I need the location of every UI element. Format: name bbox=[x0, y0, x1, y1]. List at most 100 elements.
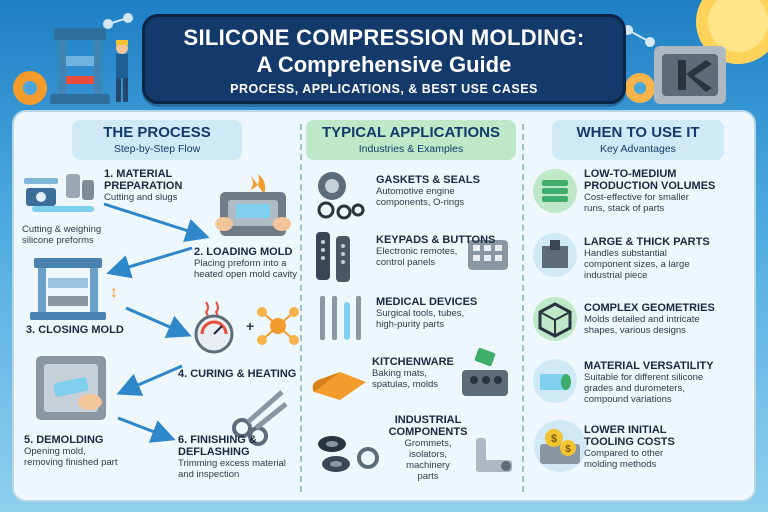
step-6: 6. FINISHING & DEFLASHING Trimming exces… bbox=[178, 434, 302, 480]
app-industrial-title-line2: COMPONENTS bbox=[388, 426, 468, 438]
adv-large-parts-desc-line3: industrial piece bbox=[584, 270, 648, 281]
gauge-icon bbox=[194, 301, 234, 354]
adv-volumes-title-line2: PRODUCTION VOLUMES bbox=[584, 180, 716, 192]
mold-icon bbox=[654, 46, 726, 104]
scale-icon bbox=[24, 174, 94, 212]
step-6-desc-line2: and inspection bbox=[178, 469, 240, 480]
adv-geometries: COMPLEX GEOMETRIES Molds detailed and in… bbox=[584, 302, 752, 336]
step-2-desc-line1: Placing preform into a bbox=[194, 258, 287, 269]
block-icon bbox=[533, 233, 577, 277]
demolding-icon bbox=[36, 356, 106, 420]
stack-icon bbox=[533, 169, 577, 213]
adv-volumes-desc-line1: Cost-effective for smaller bbox=[584, 192, 689, 203]
adv-geometries-desc-line2: shapes, various designs bbox=[584, 325, 686, 336]
app-kitchenware-title: KITCHENWARE bbox=[372, 356, 454, 368]
adv-versatility-desc-line1: Suitable for different silicone bbox=[584, 372, 704, 383]
app-industrial-title-line1: INDUSTRIAL bbox=[394, 414, 462, 426]
adv-geometries-title: COMPLEX GEOMETRIES bbox=[584, 302, 715, 314]
app-kitchenware-desc-line2: spatulas, molds bbox=[372, 379, 439, 390]
coins-icon: $ $ bbox=[534, 420, 586, 472]
baking-mat-icon bbox=[312, 372, 366, 400]
adv-volumes: LOW-TO-MEDIUM PRODUCTION VOLUMES Cost-ef… bbox=[584, 168, 752, 214]
process-heading-title: THE PROCESS bbox=[103, 124, 211, 141]
adv-tooling-title-line1: LOWER INITIAL bbox=[584, 424, 667, 436]
process-heading: THE PROCESS Step-by-Step Flow bbox=[72, 120, 242, 160]
app-medical-desc-line1: Surgical tools, tubes, bbox=[376, 308, 465, 319]
step-4: 4. CURING & HEATING bbox=[178, 368, 298, 380]
app-gaskets-desc-line2: components, O-rings bbox=[376, 197, 465, 208]
app-medical: MEDICAL DEVICES Surgical tools, tubes, h… bbox=[376, 296, 516, 330]
step-6-desc-line1: Trimming excess material bbox=[178, 458, 286, 469]
app-kitchenware: KITCHENWARE Baking mats, spatulas, molds bbox=[372, 356, 462, 390]
adv-versatility-title: MATERIAL VERSATILITY bbox=[584, 360, 714, 372]
svg-text:$: $ bbox=[565, 444, 571, 455]
adv-versatility-desc-line3: compound variations bbox=[584, 394, 672, 405]
advantages-heading: WHEN TO USE IT Key Advantages bbox=[552, 120, 724, 160]
step-4-title: 4. CURING & HEATING bbox=[178, 368, 297, 380]
app-keypads-desc-line2: control panels bbox=[376, 257, 436, 268]
advantages-heading-title: WHEN TO USE IT bbox=[576, 124, 700, 141]
adv-large-parts-title: LARGE & THICK PARTS bbox=[584, 236, 710, 248]
adv-tooling: LOWER INITIAL TOOLING COSTS Compared to … bbox=[584, 424, 752, 470]
adv-large-parts-desc-line2: component sizes, a large bbox=[584, 259, 690, 270]
main-panel: THE PROCESS Step-by-Step Flow TYPICAL AP… bbox=[12, 110, 756, 502]
step-2-title: 2. LOADING MOLD bbox=[194, 246, 293, 258]
applications-heading-subtitle: Industries & Examples bbox=[358, 143, 464, 155]
step-3: 3. CLOSING MOLD bbox=[26, 324, 146, 336]
step-2: 2. LOADING MOLD Placing preform into a h… bbox=[194, 246, 304, 280]
step-2-desc-line2: heated open mold cavity bbox=[194, 269, 297, 280]
step-5-desc-line1: Opening mold, bbox=[24, 446, 86, 457]
process-heading-subtitle: Step-by-Step Flow bbox=[113, 143, 201, 155]
press-icon bbox=[30, 258, 106, 320]
medical-tools-icon bbox=[320, 296, 361, 340]
step-1-title-line2: PREPARATION bbox=[104, 180, 183, 192]
mold-loading-icon bbox=[215, 174, 291, 236]
adv-tooling-desc-line2: molding methods bbox=[584, 459, 657, 470]
app-keypads-title: KEYPADS & BUTTONS bbox=[376, 234, 496, 246]
adv-volumes-title-line1: LOW-TO-MEDIUM bbox=[584, 168, 677, 180]
page-title: SILICONE COMPRESSION MOLDING: bbox=[183, 25, 585, 50]
remote-icon bbox=[316, 232, 350, 282]
step-6-title-line2: DEFLASHING bbox=[178, 446, 250, 458]
step-1-extra-line1: Cutting & weighing bbox=[22, 224, 102, 235]
app-gaskets: GASKETS & SEALS Automotive engine compon… bbox=[376, 174, 516, 208]
step-1-title-line1: 1. MATERIAL bbox=[104, 168, 173, 180]
app-keypads: KEYPADS & BUTTONS Electronic remotes, co… bbox=[376, 234, 516, 268]
app-keypads-desc-line1: Electronic remotes, bbox=[376, 246, 458, 257]
page-subtitle: A Comprehensive Guide bbox=[256, 52, 512, 77]
gasket-icon bbox=[317, 172, 365, 220]
roll-icon bbox=[533, 359, 577, 403]
plus-icon: + bbox=[246, 318, 255, 334]
step-6-title-line1: 6. FINISHING & bbox=[178, 434, 257, 446]
title-banner: SILICONE COMPRESSION MOLDING: A Comprehe… bbox=[142, 14, 626, 104]
step-1-extra-line2: silicone preforms bbox=[22, 235, 94, 246]
applications-heading: TYPICAL APPLICATIONS Industries & Exampl… bbox=[306, 120, 516, 160]
worker-icon bbox=[116, 40, 128, 102]
scissors-icon bbox=[232, 390, 288, 446]
keypad-icon bbox=[468, 240, 508, 270]
app-industrial: INDUSTRIAL COMPONENTS Grommets, isolator… bbox=[386, 414, 470, 482]
step-1-extra: Cutting & weighing silicone preforms bbox=[22, 224, 122, 246]
app-gaskets-title: GASKETS & SEALS bbox=[376, 174, 480, 186]
applications-heading-title: TYPICAL APPLICATIONS bbox=[321, 124, 501, 141]
page-tagline: PROCESS, APPLICATIONS, & BEST USE CASES bbox=[230, 82, 538, 96]
press-machine-icon bbox=[50, 28, 128, 104]
adv-geometries-desc-line1: Molds detailed and intricate bbox=[584, 314, 700, 325]
step-5-title: 5. DEMOLDING bbox=[24, 434, 104, 446]
cube-icon bbox=[533, 297, 577, 341]
app-industrial-desc-line2: machinery bbox=[406, 460, 450, 471]
gear-icon bbox=[13, 71, 47, 105]
step-1-desc: Cutting and slugs bbox=[104, 192, 178, 203]
process-flow-arrows bbox=[103, 202, 210, 443]
step-3-title: 3. CLOSING MOLD bbox=[26, 324, 124, 336]
app-medical-title: MEDICAL DEVICES bbox=[376, 296, 478, 308]
adv-large-parts-desc-line1: Handles substantial bbox=[584, 248, 667, 259]
adv-tooling-desc-line1: Compared to other bbox=[584, 448, 664, 459]
column-divider bbox=[300, 124, 302, 492]
app-gaskets-desc-line1: Automotive engine bbox=[376, 186, 455, 197]
adv-versatility: MATERIAL VERSATILITY Suitable for differ… bbox=[584, 360, 752, 405]
spatula-mold-icon bbox=[462, 348, 508, 396]
adv-versatility-desc-line2: grades and durometers, bbox=[584, 383, 685, 394]
adv-volumes-desc-line2: runs, stack of parts bbox=[584, 203, 665, 214]
grommet-icon bbox=[318, 436, 379, 472]
